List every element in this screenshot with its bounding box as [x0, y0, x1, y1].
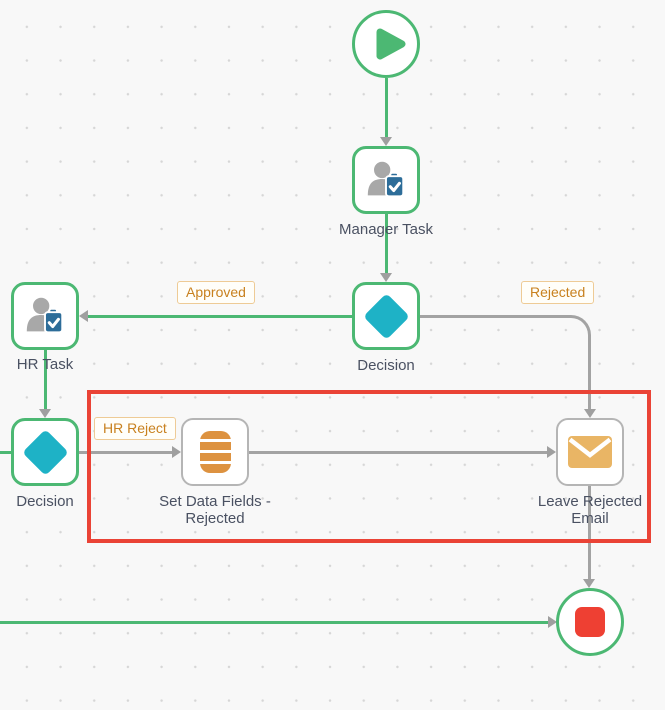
hr-task-node[interactable]: [11, 282, 79, 350]
arrowhead-icon: [547, 446, 556, 458]
start-node[interactable]: [352, 10, 420, 78]
user-check-icon: [363, 157, 409, 203]
arrowhead-icon: [79, 310, 88, 322]
decision-node[interactable]: [352, 282, 420, 350]
user-check-icon: [22, 293, 68, 339]
decision-label: Decision: [357, 357, 415, 374]
edge-start-to-manager-task[interactable]: [385, 78, 388, 140]
decision2-label: Decision: [16, 493, 74, 510]
arrowhead-icon: [548, 616, 557, 628]
manager-task-label: Manager Task: [339, 221, 433, 238]
arrowhead-icon: [380, 137, 392, 146]
hr-task-label: HR Task: [16, 356, 74, 373]
highlight-rectangle: [87, 390, 651, 543]
manager-task-node[interactable]: [352, 146, 420, 214]
arrowhead-icon: [380, 273, 392, 282]
decision2-node[interactable]: [11, 418, 79, 486]
edge-decision-to-email[interactable]: [420, 315, 591, 412]
leave-rejected-email-node[interactable]: [556, 418, 624, 486]
hr-reject-edge-badge[interactable]: HR Reject: [94, 417, 176, 440]
play-icon: [362, 20, 410, 68]
rejected-edge-badge[interactable]: Rejected: [521, 281, 595, 304]
arrowhead-icon: [584, 409, 596, 418]
edge-manager-task-to-decision[interactable]: [385, 214, 388, 276]
stop-icon: [575, 607, 605, 637]
arrowhead-icon: [172, 446, 181, 458]
edge-email-to-end[interactable]: [588, 486, 591, 580]
edge-bottom-to-end[interactable]: [0, 621, 548, 624]
leave-rejected-email-label: Leave Rejected Email: [537, 493, 643, 527]
edge-set-data-fields-to-email[interactable]: [249, 451, 548, 454]
email-icon: [568, 436, 612, 468]
decision-diamond-icon: [21, 428, 69, 476]
edge-decision-to-hr-task[interactable]: [86, 315, 352, 318]
arrowhead-icon: [583, 579, 595, 588]
set-data-fields-node[interactable]: [181, 418, 249, 486]
edge-decision2-to-set-data-fields[interactable]: [79, 451, 173, 454]
set-data-fields-label: Set Data Fields - Rejected: [159, 493, 271, 527]
data-fields-icon: [199, 431, 231, 473]
arrowhead-icon: [39, 409, 51, 418]
approved-edge-badge[interactable]: Approved: [177, 281, 255, 304]
edge-hr-task-to-decision2[interactable]: [44, 350, 47, 409]
end-node[interactable]: [556, 588, 624, 656]
decision-diamond-icon: [362, 292, 410, 340]
edge-decision2-left-stub[interactable]: [0, 451, 11, 454]
